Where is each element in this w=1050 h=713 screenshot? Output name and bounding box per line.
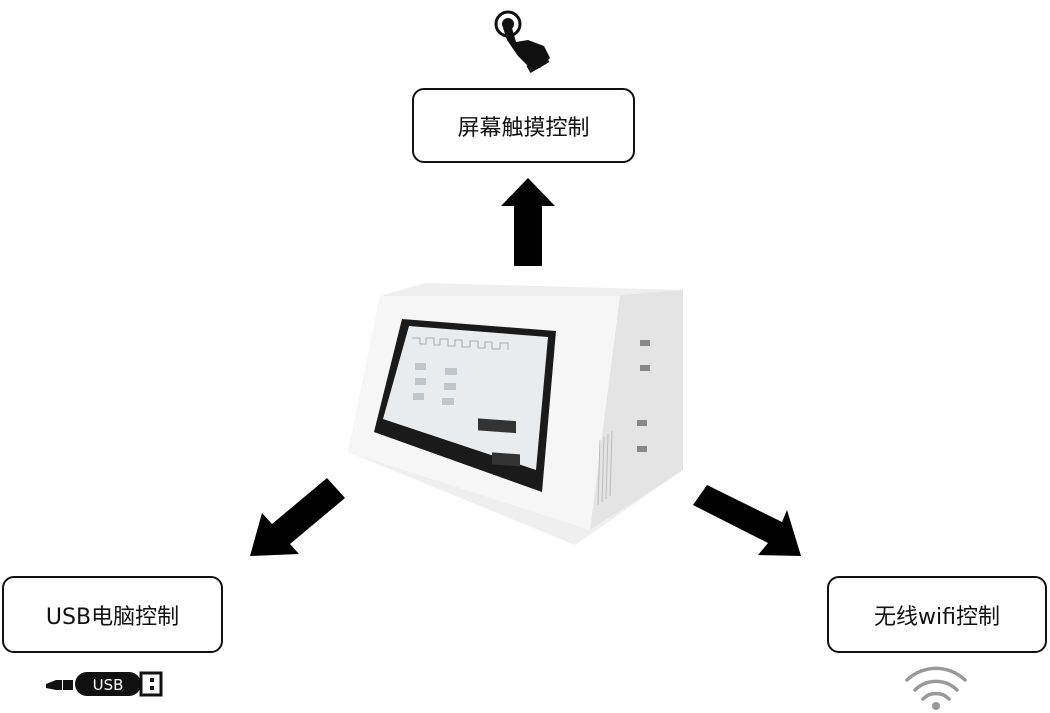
touch-control-box: 屏幕触摸控制 — [412, 88, 635, 163]
touch-control-label: 屏幕触摸控制 — [457, 115, 590, 141]
svg-text:USB: USB — [93, 676, 124, 694]
arrow-down-left — [250, 478, 345, 556]
hand-pointer-icon — [494, 10, 550, 73]
wifi-control-box: 无线wifi控制 — [827, 576, 1047, 653]
wifi-icon — [905, 666, 967, 710]
device-image — [348, 283, 683, 545]
usb-control-label: USB电脑控制 — [45, 604, 180, 630]
wifi-control-label: 无线wifi控制 — [874, 604, 1000, 630]
arrow-down-right — [693, 485, 801, 556]
usb-stick-icon: USB — [46, 671, 163, 697]
usb-control-box: USB电脑控制 — [2, 576, 223, 653]
arrow-up — [501, 178, 555, 266]
